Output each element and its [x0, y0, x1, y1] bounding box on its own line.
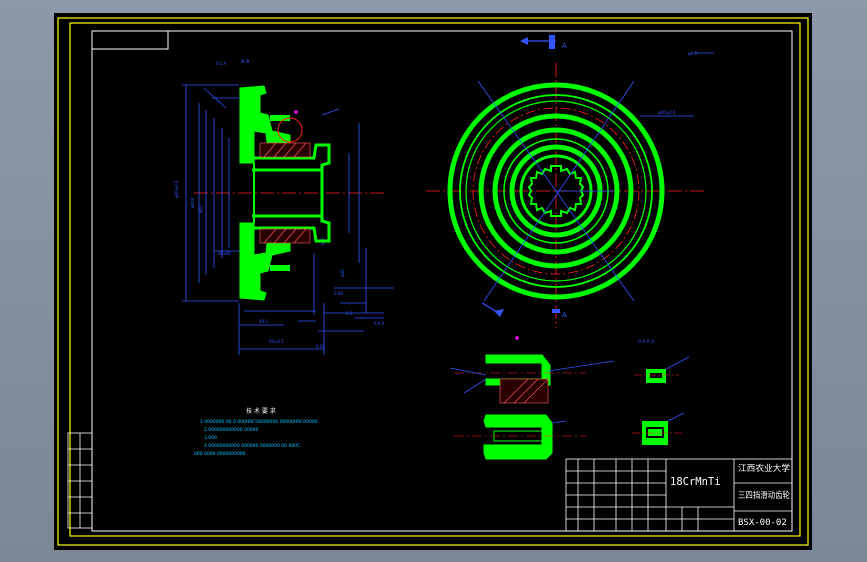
svg-text:3.000: 3.000 [204, 435, 217, 441]
detail-callout-circle [277, 117, 303, 143]
svg-text:0.4 A: 0.4 A [374, 321, 385, 326]
section-title: A-A [241, 59, 250, 65]
svg-text:00.5: 00.5 [259, 319, 268, 324]
svg-text:φ00: φ00 [198, 205, 203, 213]
svg-text:2.000000000000 00000: 2.000000000000 00000 [204, 427, 259, 433]
cad-viewport[interactable]: φ00±0.0 φ000 φ00 00±0.1 00.5 0.02 0.08 0… [54, 13, 812, 550]
magenta-marker [294, 110, 298, 114]
section-arrow-bottom[interactable]: A [481, 302, 567, 319]
school-label: 江西农业大学 [738, 463, 790, 474]
section-dimensions [182, 84, 394, 355]
detail-view-small-top[interactable]: 0:0 0 0 [634, 339, 690, 383]
spline-bottom [270, 265, 290, 271]
svg-text:0.5: 0.5 [346, 311, 353, 316]
detail-marker [515, 336, 519, 340]
section-dim-text: φ00±0.0 φ000 φ00 00±0.1 00.5 0.02 0.08 0… [174, 61, 385, 349]
detail-view-small-bottom[interactable] [632, 412, 685, 445]
svg-text:φ000: φ000 [190, 197, 195, 208]
inner-frame [69, 22, 801, 537]
side-stamp-column [67, 432, 93, 529]
section-marker-top: A [562, 42, 567, 50]
svg-text:1.0000000 00 0 000HRC58000000: 1.0000000 00 0 000HRC58000000 00000HRC00… [200, 419, 318, 425]
svg-text:φ00: φ00 [340, 269, 345, 277]
svg-text:φ00±0.0: φ00±0.0 [658, 110, 676, 115]
front-dim-text: φ00±0.0 φ0.0 [658, 51, 697, 115]
section-view[interactable]: φ00±0.0 φ000 φ00 00±0.1 00.5 0.02 0.08 0… [174, 59, 394, 355]
detail-label: 0:0 0 0 [638, 339, 654, 345]
svg-text:φ00±0.0: φ00±0.0 [174, 180, 179, 198]
svg-text:0.5 A: 0.5 A [216, 61, 227, 66]
front-view[interactable]: φ00±0.0 φ0.0 A A [426, 35, 714, 328]
spline-bore [527, 165, 585, 217]
drawing-number-label: BSX-00-02 [738, 518, 787, 528]
svg-text:00x00: 00x00 [218, 251, 231, 256]
hub-outline [244, 143, 331, 243]
hatching [259, 142, 311, 244]
drawing-canvas: φ00±0.0 φ000 φ00 00±0.1 00.5 0.02 0.08 0… [57, 17, 809, 546]
tech-requirement-lines: 1.0000000 00 0 000HRC58000000 00000HRC00… [194, 419, 318, 457]
outer-frame [57, 17, 809, 546]
material-label: 18CrMnTi [670, 476, 721, 488]
part-name-label: 三四挡滑动齿轮 [738, 490, 790, 501]
spline-top [270, 115, 290, 121]
svg-text:0.08: 0.08 [334, 291, 343, 296]
title-block[interactable] [565, 458, 793, 532]
svg-text:000 0000 0000000000: 000 0000 0000000000 [194, 451, 246, 457]
tech-requirements-title: 技 术 要 求 [246, 407, 276, 415]
detail-view-spline[interactable] [449, 336, 615, 404]
technical-requirements[interactable]: 技 术 要 求 1.0000000 00 0 000HRC58000000 00… [194, 407, 318, 457]
section-arrow-top[interactable]: A [520, 35, 567, 50]
front-leaders [477, 52, 714, 302]
border-frame [91, 30, 793, 532]
section-marker-bottom: A [562, 311, 567, 319]
svg-text:0.02: 0.02 [316, 344, 325, 349]
svg-text:4.00000000000 000000 0000000 0: 4.00000000000 000000 0000000 00 000C [204, 443, 300, 449]
svg-text:φ0.0: φ0.0 [688, 51, 697, 56]
detail-view-spline-lower[interactable] [454, 414, 586, 460]
svg-text:00±0.1: 00±0.1 [269, 339, 284, 344]
corner-code-box [91, 30, 169, 50]
pitch-circle [472, 107, 640, 275]
